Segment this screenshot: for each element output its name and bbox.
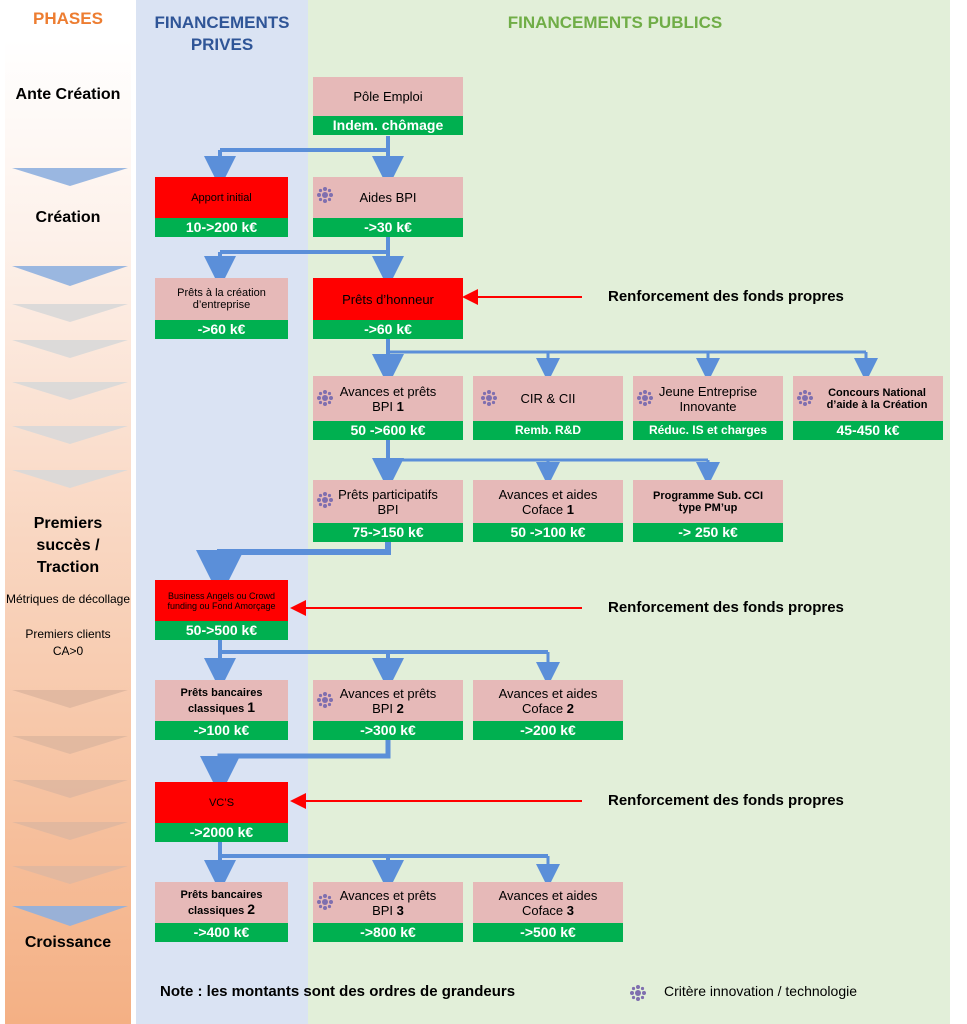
chevron-down-icon <box>12 690 128 708</box>
chevron-down-icon <box>12 426 128 444</box>
box-pmup: Programme Sub. CCI type PM’up -> 250 k€ <box>633 480 783 542</box>
chevron-down-icon <box>12 780 128 798</box>
chevron-down-icon <box>12 736 128 754</box>
legend-label: Critère innovation / technologie <box>664 983 858 999</box>
innovation-icon <box>317 390 333 406</box>
chevron-down-icon <box>12 168 128 186</box>
innovation-icon <box>317 692 333 708</box>
phase-premiers-succes: Premiers succès / Traction <box>33 515 103 576</box>
box-prets-bancaires-2: Prêts bancaires classiques 2 ->400 k€ <box>155 882 288 942</box>
chevron-down-icon <box>12 470 128 488</box>
chevron-down-icon <box>12 906 128 926</box>
innovation-icon <box>317 187 333 203</box>
header-prives: FINANCEMENTS PRIVES <box>154 13 290 54</box>
box-business-angels: Business Angels ou Crowd funding ou Fond… <box>155 580 288 640</box>
box-prets-creation: Prêts à la création d’entreprise ->60 k€ <box>155 278 288 339</box>
innovation-icon <box>797 390 813 406</box>
phase-metriques: Métriques de décollage <box>5 592 131 606</box>
header-phases: PHASES <box>33 9 103 28</box>
box-concours-national: Concours National d’aide à la Création 4… <box>793 376 943 440</box>
box-avances-bpi-1: Avances et prêts BPI 1 50 ->600 k€ <box>313 376 463 440</box>
box-avances-bpi-3: Avances et prêts BPI 3 ->800 k€ <box>313 882 463 942</box>
chevron-down-icon <box>12 866 128 884</box>
box-aides-bpi: Aides BPI ->30 k€ <box>313 177 463 237</box>
header-publics: FINANCEMENTS PUBLICS <box>507 13 723 32</box>
chevron-down-icon <box>12 340 128 358</box>
innovation-icon <box>317 492 333 508</box>
innovation-icon <box>481 390 497 406</box>
box-jei: Jeune Entreprise Innovante Réduc. IS et … <box>633 376 783 440</box>
box-coface-3: Avances et aides Coface 3 ->500 k€ <box>473 882 623 942</box>
box-avances-bpi-2: Avances et prêts BPI 2 ->300 k€ <box>313 680 463 740</box>
chevron-down-icon <box>12 382 128 400</box>
renforcement-label-2: Renforcement des fonds propres <box>608 599 844 616</box>
innovation-icon <box>317 894 333 910</box>
innovation-icon <box>637 390 653 406</box>
box-coface-1: Avances et aides Coface 1 50 ->100 k€ <box>473 480 623 542</box>
chevron-down-icon <box>12 822 128 840</box>
box-pole-emploi: Pôle Emploi Indem. chômage <box>313 77 463 135</box>
phase-premiers-clients: Premiers clients <box>25 627 111 641</box>
innovation-icon <box>630 985 646 1001</box>
box-apport-initial: Apport initial 10->200 k€ <box>155 177 288 237</box>
chevron-down-icon <box>12 266 128 286</box>
box-prets-participatifs: Prêts participatifs BPI 75->150 k€ <box>313 480 463 542</box>
box-prets-bancaires-1: Prêts bancaires classiques 1 ->100 k€ <box>155 680 288 740</box>
box-vcs: VC’S ->2000 k€ <box>155 782 288 842</box>
box-prets-honneur: Prêts d’honneur ->60 k€ <box>313 278 463 339</box>
note: Note : les montants sont des ordres de g… <box>160 983 516 1000</box>
box-coface-2: Avances et aides Coface 2 ->200 k€ <box>473 680 623 740</box>
phase-creation: Création <box>35 209 101 226</box>
phase-croissance: Croissance <box>24 934 112 951</box>
renforcement-label-1: Renforcement des fonds propres <box>608 288 844 305</box>
phase-ca: CA>0 <box>52 644 84 658</box>
phase-ante-creation: Ante Création <box>15 86 121 103</box>
renforcement-label-3: Renforcement des fonds propres <box>608 792 844 809</box>
phases-column <box>5 40 131 1024</box>
chevron-down-icon <box>12 304 128 322</box>
box-cir-cii: CIR & CII Remb. R&D <box>473 376 623 440</box>
phase-chevrons <box>12 168 128 926</box>
